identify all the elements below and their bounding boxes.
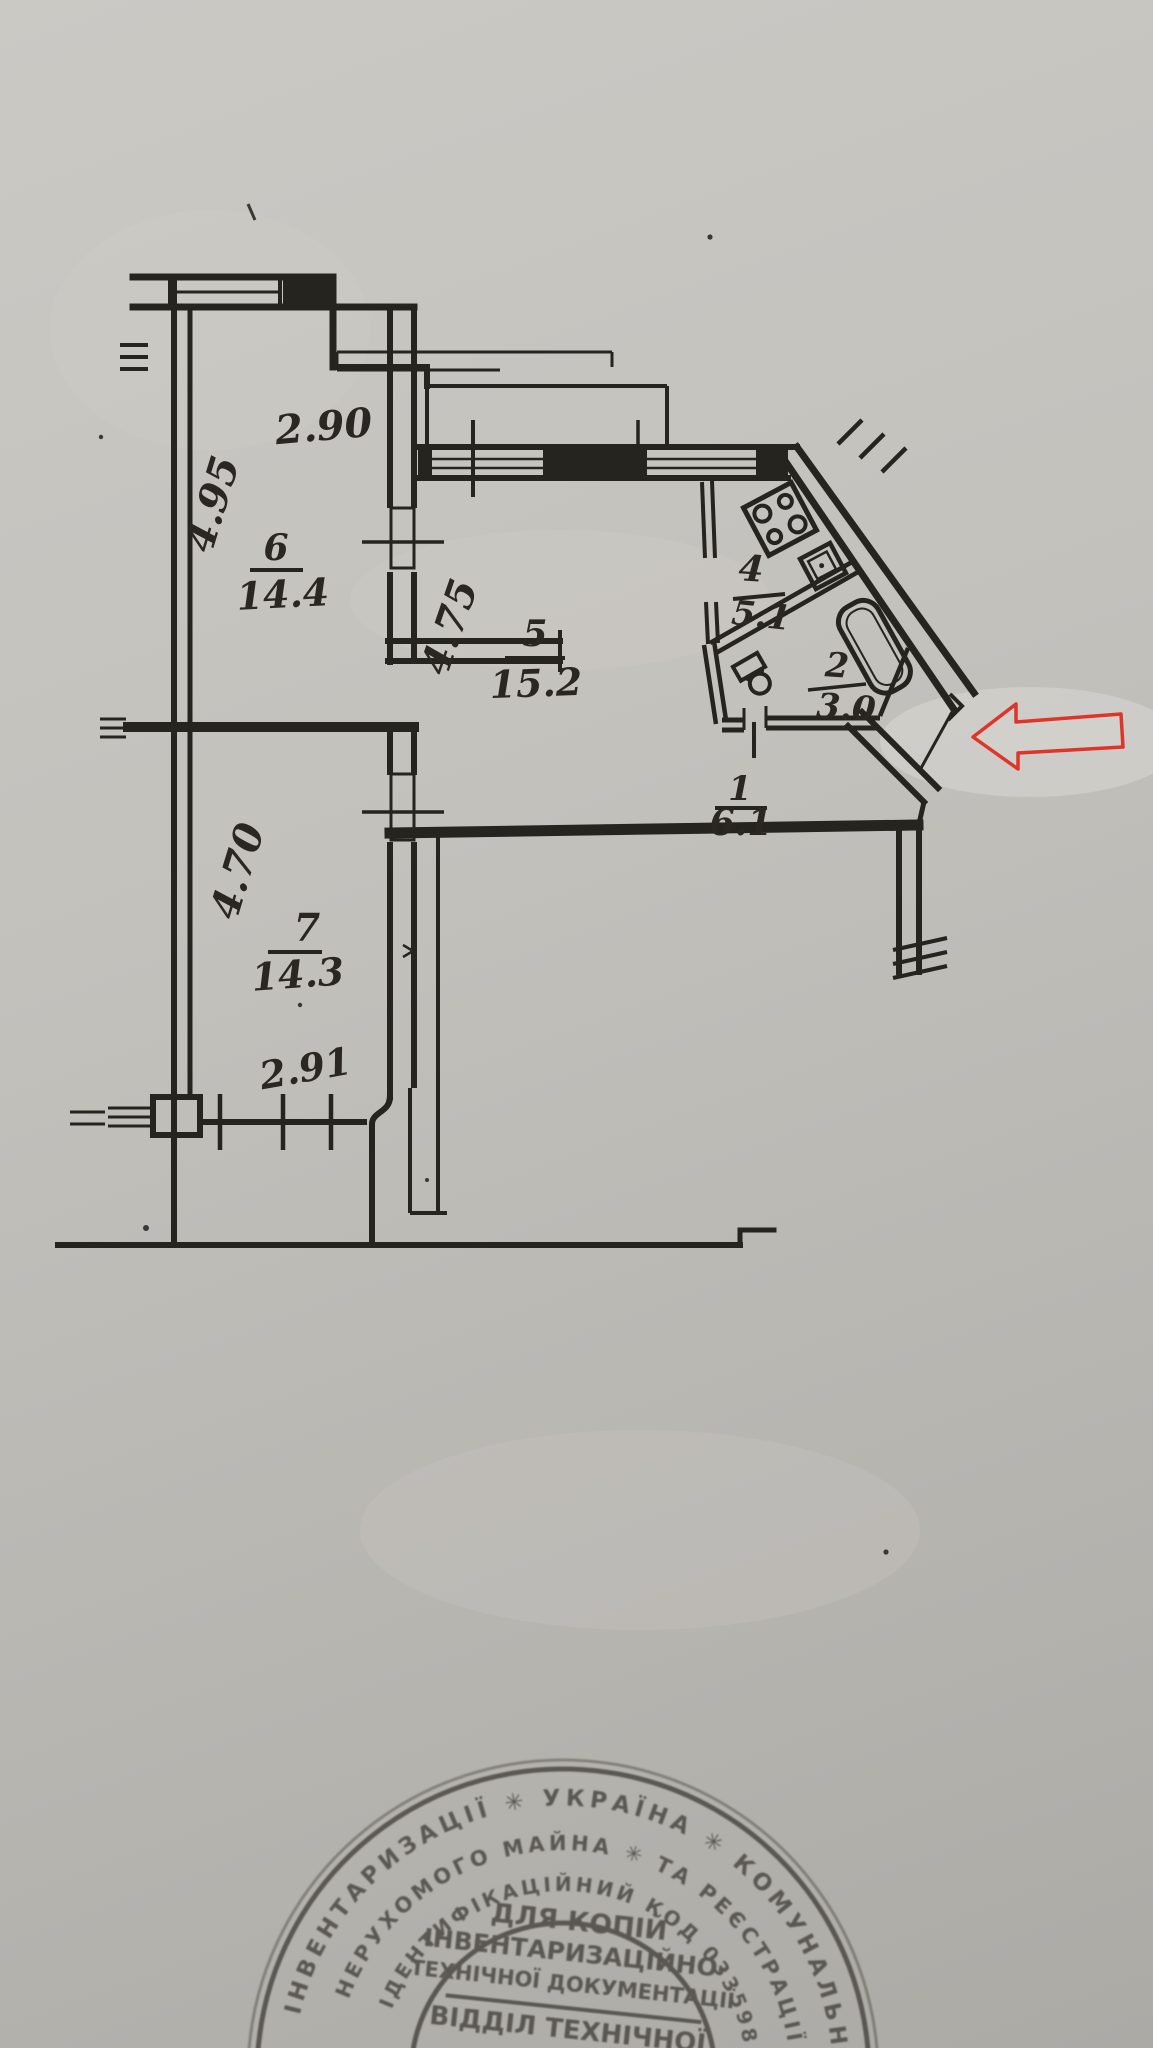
room2-number-label: 2 (823, 645, 850, 687)
kitchen-partition (700, 480, 911, 725)
hall-walls (384, 630, 948, 980)
floor-plan: 2.90 4.95 6 14.4 4.75 5 15.2 4 5.1 2 3.0… (55, 273, 1125, 1248)
room5-number-label: 5 (522, 613, 547, 655)
room2-fraction-line (807, 682, 867, 692)
room7-balcony (55, 1088, 777, 1248)
room6-area-label: 14.4 (235, 569, 330, 619)
plan-labels: 2.90 4.95 6 14.4 4.75 5 15.2 4 5.1 2 3.0… (176, 399, 877, 1099)
room1-area-label: 6.1 (710, 802, 773, 844)
entrance-arrow (971, 702, 1125, 771)
bathroom-wall (722, 706, 880, 758)
toilet-icon (730, 650, 772, 696)
room4-fraction-line (732, 592, 786, 601)
room5-area-label: 15.2 (489, 659, 583, 707)
official-stamp: ІНВЕНТАРИЗАЦІЇ ✳ УКРАЇНА ✳ КОМУНАЛЬНЕ НЕ… (246, 1757, 880, 2048)
room7-width-dim: 2.91 (255, 1038, 355, 1099)
room6-room7-wall (100, 717, 419, 739)
dust-specks (98, 203, 889, 1555)
room7-number-label: 7 (294, 905, 320, 950)
room6-number-label: 6 (263, 527, 288, 569)
room2-area-label: 3.0 (815, 686, 877, 730)
room6-height-dim: 4.95 (176, 451, 249, 558)
stamp-divider-line (445, 1993, 702, 2025)
entrance-vestibule (843, 692, 965, 829)
room4-number-label: 4 (737, 547, 765, 591)
sink-icon (796, 539, 850, 593)
room1-number-label: 1 (728, 769, 752, 809)
bathtub-icon (835, 597, 913, 696)
room7-height-dim: 4.70 (201, 817, 274, 924)
diagonal-outer-wall (772, 418, 979, 713)
room4-area-label: 5.1 (730, 593, 793, 639)
entrance-arrow-icon (971, 702, 1125, 771)
room7-area-label: 14.3 (250, 948, 345, 999)
stove-icon (740, 479, 820, 559)
room6-width-dim: 2.90 (272, 399, 374, 454)
paper-texture (50, 210, 1153, 1630)
room6-door (362, 304, 444, 665)
room6-walls (120, 273, 430, 1246)
